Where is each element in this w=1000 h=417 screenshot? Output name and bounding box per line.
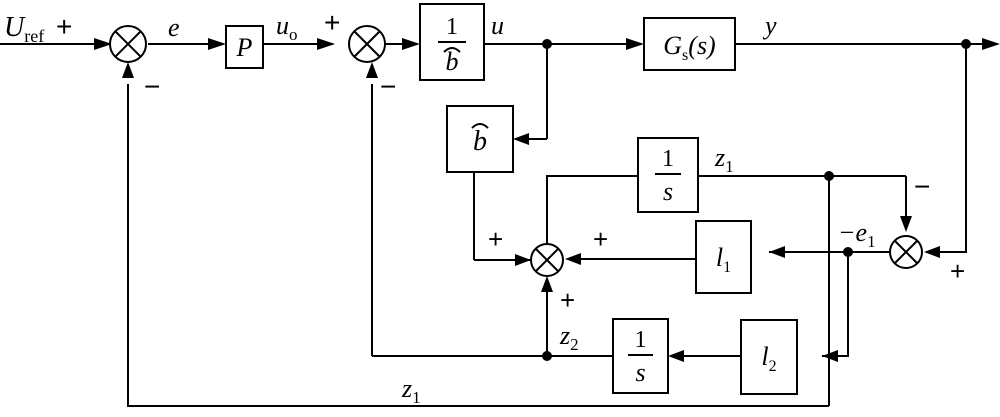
- block-gs-label: Gs(s): [663, 31, 715, 64]
- block-integrator-2-denominator: s: [635, 358, 645, 387]
- block-b-hat-label: b: [473, 126, 487, 157]
- block-l2: l2: [740, 319, 798, 395]
- junction-z2: [542, 351, 552, 361]
- arrow-into-sum2: [317, 38, 335, 50]
- line-sum3-up-int1: [546, 175, 638, 244]
- junction-e1: [843, 247, 853, 257]
- arrow-into-bhat: [513, 133, 529, 145]
- arrow-into-p: [208, 38, 226, 50]
- junction-u: [542, 39, 552, 49]
- sign-sum2-minus: −: [380, 71, 396, 102]
- block-p-label: P: [236, 33, 253, 62]
- arrow-into-sum2-bottom: [366, 62, 378, 78]
- label-u: u: [491, 11, 504, 40]
- block-l1: l1: [695, 220, 752, 294]
- block-integrator-2-numerator: 1: [635, 327, 647, 353]
- junction-y: [961, 39, 971, 49]
- junction-z1: [824, 171, 834, 181]
- summing-junction-1: [109, 25, 147, 63]
- block-gs: Gs(s): [643, 17, 736, 71]
- arrow-into-gs: [626, 38, 644, 50]
- summing-junction-4: [889, 235, 923, 269]
- arrow-into-sum4-top: [900, 216, 912, 232]
- sign-sum2-plus: +: [324, 7, 340, 38]
- block-integrator-1: 1 s: [637, 137, 699, 213]
- line-y-feedback: [939, 44, 967, 253]
- label-neg-e1: −e1: [838, 218, 876, 251]
- arrow-into-invb: [402, 38, 420, 50]
- sign-sum4-minus: −: [914, 171, 930, 202]
- block-p: P: [225, 25, 264, 69]
- block-l1-label: l1: [716, 243, 731, 276]
- arrow-into-l2: [822, 350, 838, 362]
- arrow-into-sum3-left: [515, 254, 531, 266]
- hat-icon: [443, 47, 461, 53]
- label-u-ref: Uref: [4, 12, 44, 46]
- sign-ref-plus: +: [56, 11, 72, 42]
- sign-sum3-plus-right: +: [593, 224, 608, 254]
- label-z1-bottom: z1: [401, 374, 421, 407]
- arrow-into-sum3-bottom: [541, 276, 553, 292]
- label-u-o: uo: [276, 11, 298, 44]
- block-integrator-1-numerator: 1: [662, 146, 674, 172]
- arrow-into-l1: [769, 246, 785, 258]
- line-z1-bottom: [127, 84, 829, 407]
- sign-sum3-plus-left: +: [488, 224, 503, 254]
- arrowheads: [94, 38, 1000, 362]
- sign-labels: + − + − + + + − +: [56, 7, 965, 315]
- block-inverse-b: 1 b: [419, 3, 485, 81]
- junction-dots: [542, 39, 971, 361]
- block-integrator-2: 1 s: [612, 318, 669, 394]
- arrow-output-y: [982, 38, 1000, 50]
- label-z1-top: z1: [714, 143, 734, 176]
- sign-sum3-plus-bottom: +: [560, 285, 575, 315]
- label-z2: z2: [559, 321, 579, 354]
- block-inverse-b-numerator: 1: [446, 14, 458, 40]
- block-l2-label: l2: [761, 342, 776, 375]
- line-e1-to-l2: [822, 252, 849, 357]
- sign-sum1-minus: −: [144, 71, 160, 102]
- arrow-into-sum1: [94, 38, 112, 50]
- label-y: y: [762, 11, 777, 40]
- block-inverse-b-denominator: b: [446, 47, 459, 76]
- arrow-into-sum3-right: [565, 253, 581, 265]
- signal-labels: Uref e uo u y z1 −e1 z2 z1: [4, 11, 876, 407]
- arrow-into-int2: [668, 350, 684, 362]
- summing-junction-3: [530, 243, 564, 277]
- block-integrator-1-denominator: s: [663, 177, 673, 206]
- arrow-into-sum4-right: [924, 246, 940, 258]
- sign-sum4-plus: +: [950, 256, 965, 286]
- label-e: e: [168, 13, 180, 42]
- hat-icon: [471, 123, 489, 129]
- arrow-into-sum1-bottom: [122, 62, 134, 78]
- block-b-hat: b: [446, 105, 514, 173]
- summing-junction-2: [348, 25, 386, 63]
